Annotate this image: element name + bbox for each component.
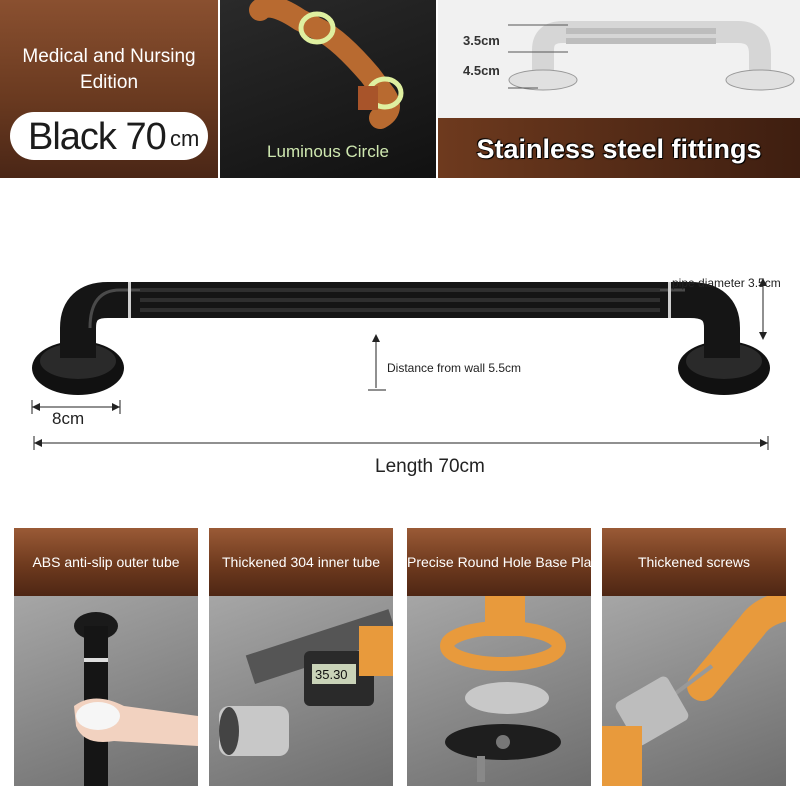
- base-width-label: 8cm: [52, 409, 85, 428]
- feature-card-header: ABS anti-slip outer tube: [14, 528, 198, 596]
- top-banner: Medical and Nursing Edition Black 70 cm …: [0, 0, 800, 178]
- pipe-diameter-label: pipe diameter 3.5cm: [672, 276, 781, 290]
- variant-badge: Black 70 cm: [10, 112, 208, 160]
- fittings-band: [438, 118, 800, 178]
- feature-card-header: Precise Round Hole Base Plate: [407, 528, 591, 596]
- glow-ring-icon: [298, 11, 336, 45]
- edition-panel: Medical and Nursing Edition Black 70 cm: [0, 0, 218, 178]
- dim-pipe-label: 3.5cm: [463, 33, 500, 48]
- feature-image-screws: [602, 591, 786, 786]
- fittings-panel: 3.5cm 4.5cm Stainless steel fittings: [438, 0, 800, 178]
- wall-distance-label: Distance from wall 5.5cm: [387, 361, 522, 375]
- feature-card-screws: Thickened screws: [602, 528, 786, 786]
- edition-line-1: Medical and Nursing: [22, 46, 196, 67]
- grab-bar-diagram: [31, 278, 770, 450]
- feature-card-base-plate: Precise Round Hole Base Plate: [407, 528, 591, 786]
- feature-image-hand: [14, 596, 198, 786]
- feature-card-inner-tube: Thickened 304 inner tube 35.30: [209, 528, 393, 786]
- feature-image-base-plate: [407, 596, 591, 786]
- caliper-reading: 35.30: [315, 667, 348, 682]
- edition-title: Medical and Nursing Edition: [0, 44, 218, 96]
- dim-base-label: 4.5cm: [463, 63, 500, 78]
- feature-label: Thickened 304 inner tube: [222, 554, 380, 570]
- feature-card-header: Thickened 304 inner tube: [209, 528, 393, 596]
- feature-card-abs: ABS anti-slip outer tube: [14, 528, 198, 786]
- fittings-label: Stainless steel fittings: [476, 134, 762, 164]
- length-label: Length 70cm: [375, 456, 485, 477]
- feature-image-caliper: 35.30: [209, 596, 393, 786]
- variant-suffix: cm: [170, 126, 200, 151]
- luminous-label: Luminous Circle: [267, 142, 389, 161]
- feature-label: ABS anti-slip outer tube: [32, 554, 180, 570]
- luminous-bar-image: [249, 0, 404, 129]
- variant-label: Black 70: [28, 116, 167, 158]
- feature-card-header: Thickened screws: [602, 528, 786, 596]
- feature-label: Thickened screws: [637, 554, 751, 570]
- fittings-diagram: [508, 21, 795, 91]
- luminous-panel: Luminous Circle: [220, 0, 436, 178]
- edition-line-2: Edition: [79, 72, 139, 93]
- feature-label: Precise Round Hole Base Plate: [407, 554, 591, 570]
